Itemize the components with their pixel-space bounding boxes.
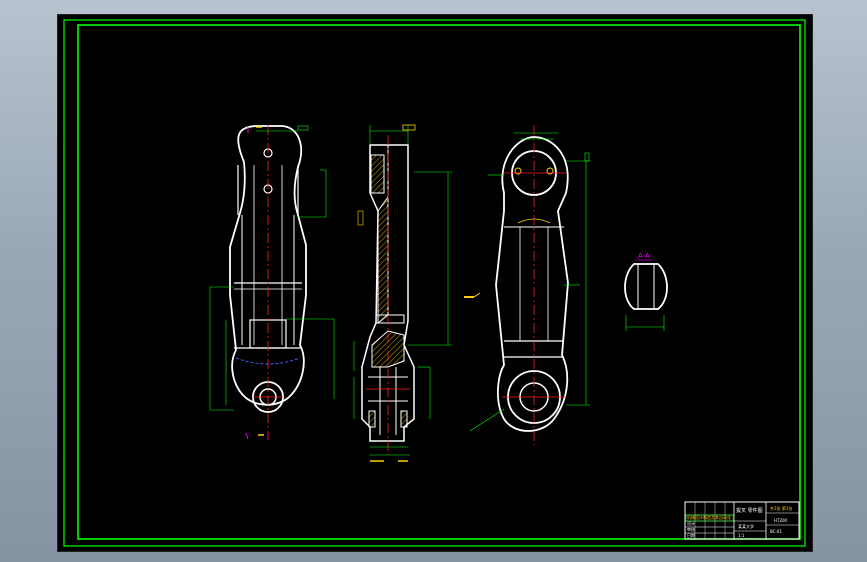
title-designer: 设计	[687, 520, 695, 526]
section-hatch-top	[370, 154, 385, 194]
title-code: BC-01	[770, 529, 782, 534]
front-view	[209, 125, 335, 440]
cad-drawing-canvas[interactable]: A-A 拔叉 零件图 HT200 机械设计制造及其自动化 某某大学 BC-01 …	[57, 14, 813, 552]
side-view-outline	[495, 136, 569, 432]
section-label: A-A	[638, 253, 650, 260]
title-block: 拔叉 零件图 HT200 机械设计制造及其自动化 某某大学 BC-01 1:1 …	[684, 501, 800, 540]
outer-frame	[63, 19, 806, 547]
section-hatch-web	[377, 195, 389, 325]
section-a-a: A-A	[624, 253, 668, 331]
side-view	[464, 125, 590, 445]
section-hatch-base	[371, 330, 405, 368]
title-scale: 1:1	[738, 533, 745, 538]
front-view-outline	[229, 125, 307, 406]
title-date: 日期	[687, 532, 695, 538]
section-view	[353, 124, 452, 462]
title-checker: 审核	[687, 526, 695, 532]
title-drawing-name: 拔叉 零件图	[736, 507, 763, 514]
title-school: 机械设计制造及其自动化	[687, 514, 731, 520]
drawing-svg: A-A 拔叉 零件图 HT200 机械设计制造及其自动化 某某大学 BC-01 …	[63, 19, 806, 547]
inner-frame	[77, 24, 801, 540]
title-material: HT200	[774, 518, 788, 523]
title-sheet: 共1张 第1张	[770, 505, 792, 511]
title-company: 某某大学	[738, 523, 754, 529]
